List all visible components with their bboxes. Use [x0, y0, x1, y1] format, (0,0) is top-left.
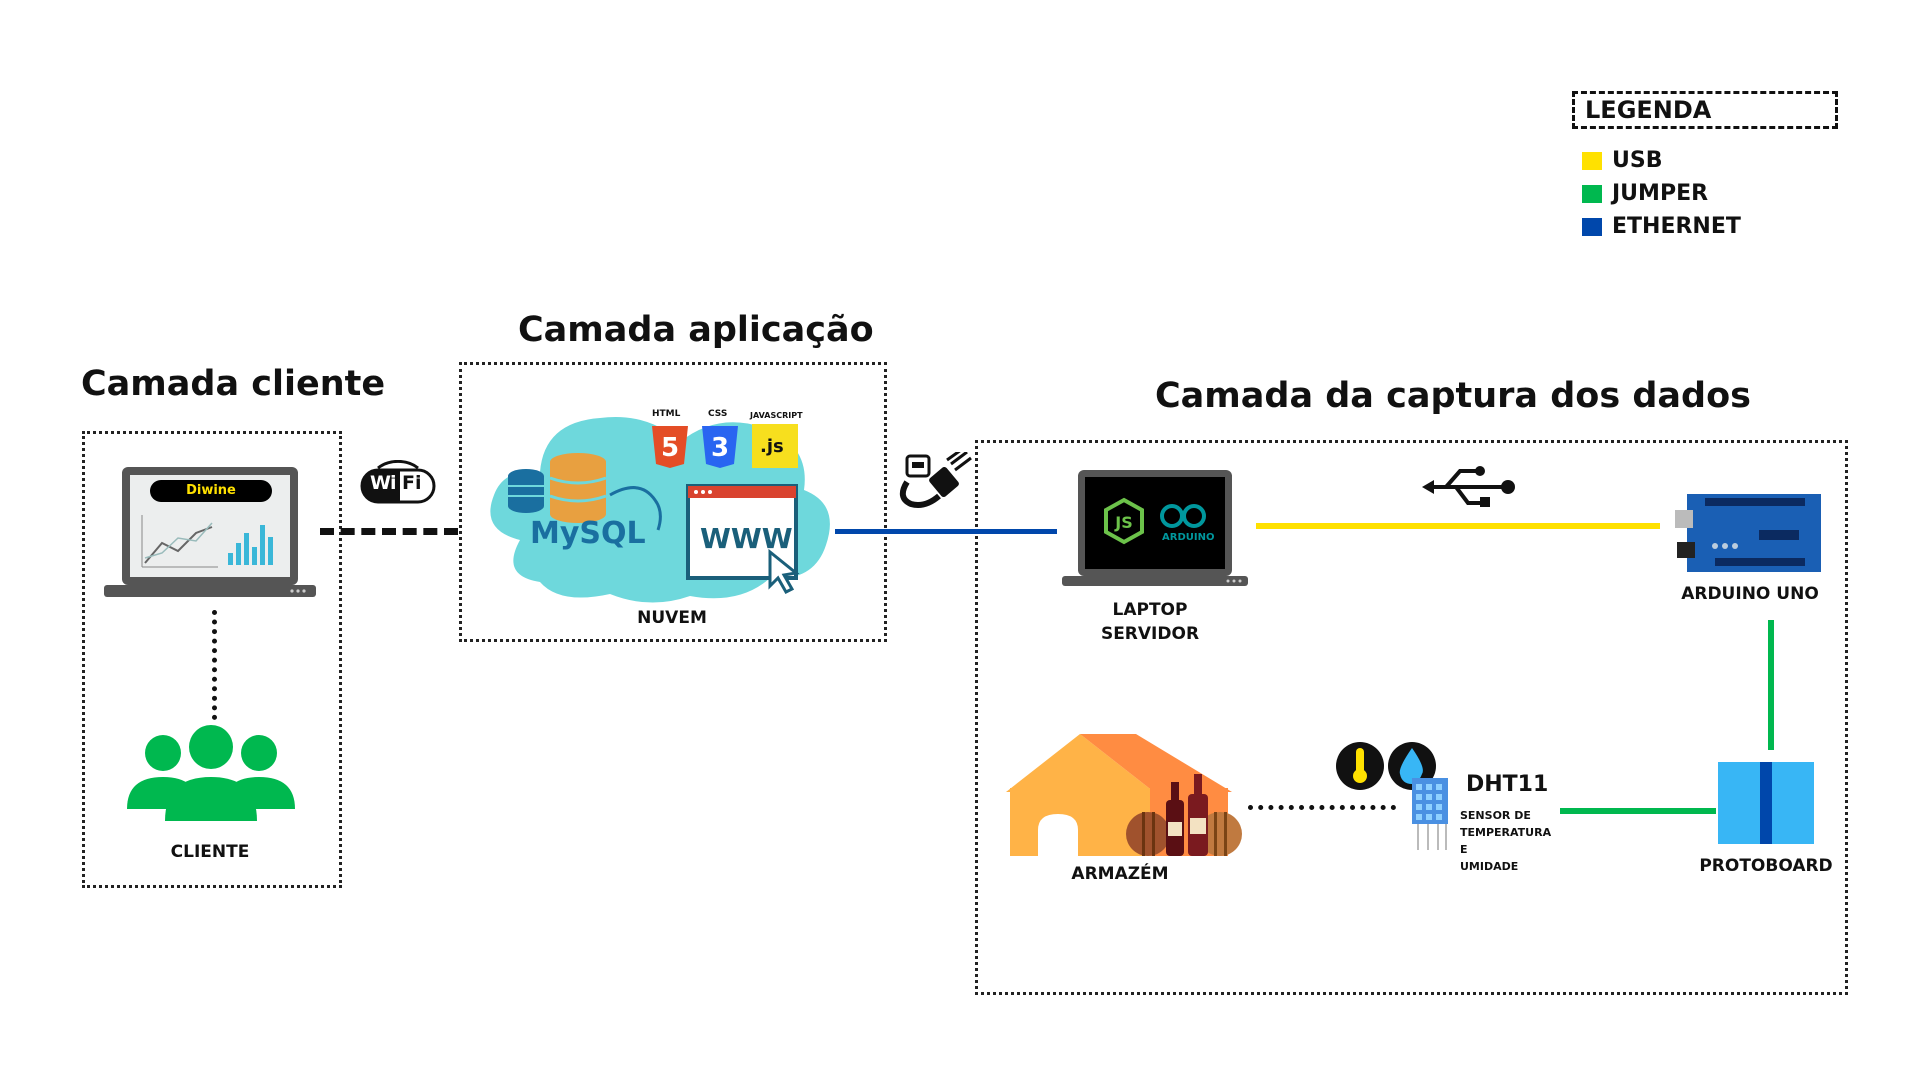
usb-swatch: [1582, 152, 1602, 170]
wifi-text-wi: Wi: [370, 472, 397, 494]
users-icon: [127, 725, 295, 821]
css3-icon: 3: [702, 426, 738, 468]
arduino-uno-icon: [1675, 494, 1821, 572]
client-dotted-link: [212, 610, 217, 720]
arduino-uno-label: ARDUINO UNO: [1681, 584, 1819, 604]
ethernet-cable-icon: [899, 452, 972, 508]
server-laptop-label-2: SERVIDOR: [1100, 624, 1200, 644]
client-laptop-icon: [104, 467, 316, 597]
html-label: HTML: [652, 409, 681, 419]
protoboard-label: PROTOBOARD: [1699, 856, 1833, 876]
legend-title: LEGENDA: [1572, 91, 1838, 129]
cloud-icon: [490, 417, 830, 603]
warehouse-icon: [1006, 734, 1242, 856]
capture-layer-title: Camada da captura dos dados: [1155, 376, 1751, 416]
warehouse-sensor-link: [1248, 805, 1396, 810]
users-label: CLIENTE: [170, 842, 250, 862]
legend-label: ETHERNET: [1612, 214, 1741, 239]
wifi-link: [320, 528, 458, 535]
sensor-desc-line: SENSOR DE: [1460, 809, 1531, 822]
jumper-link-sensor-protoboard: [1560, 808, 1716, 814]
client-app-name: Diwine: [186, 483, 236, 498]
arduino-logo-text: ARDUINO: [1162, 532, 1215, 543]
sensor-description: SENSOR DE TEMPERATURA E UMIDADE: [1460, 807, 1551, 875]
js-text: .js: [760, 436, 784, 457]
server-laptop-icon: JS: [1062, 470, 1248, 586]
ethernet-link: [835, 529, 1057, 534]
sensor-desc-line: E: [1460, 843, 1468, 856]
sensor-desc-line: UMIDADE: [1460, 860, 1519, 873]
application-layer-box: [459, 362, 887, 642]
svg-text:5: 5: [661, 433, 679, 463]
html5-icon: 5: [652, 426, 688, 468]
usb-icon: [1422, 466, 1515, 507]
js-icon: [752, 424, 798, 468]
client-layer-title: Camada cliente: [81, 364, 386, 404]
legend-label: USB: [1612, 148, 1663, 173]
css-label: CSS: [708, 409, 728, 419]
ethernet-swatch: [1582, 218, 1602, 236]
sensor-desc-line: TEMPERATURA: [1460, 826, 1552, 839]
capture-layer-box: [975, 440, 1848, 995]
mysql-logo: MySQL: [530, 516, 646, 551]
dht11-sensor-icon: [1336, 742, 1448, 850]
warehouse-label: ARMAZÉM: [1071, 864, 1169, 884]
application-layer-title: Camada aplicação: [518, 310, 874, 350]
wifi-icon: [360, 460, 436, 504]
legend-label: JUMPER: [1612, 181, 1709, 206]
wifi-text-fi: Fi: [402, 472, 422, 494]
jumper-swatch: [1582, 185, 1602, 203]
server-laptop-label-1: LAPTOP: [1112, 600, 1188, 620]
jumper-link-arduino-protoboard: [1768, 620, 1774, 750]
javascript-label: JAVASCRIPT: [750, 411, 803, 420]
cloud-label: NUVEM: [637, 608, 707, 628]
usb-link: [1256, 523, 1660, 529]
svg-text:JS: JS: [1114, 513, 1132, 532]
svg-text:3: 3: [711, 433, 729, 463]
www-text: WWW: [700, 522, 793, 555]
client-layer-box: [82, 431, 342, 888]
protoboard-icon: [1718, 762, 1814, 844]
dht11-title: DHT11: [1466, 772, 1549, 797]
